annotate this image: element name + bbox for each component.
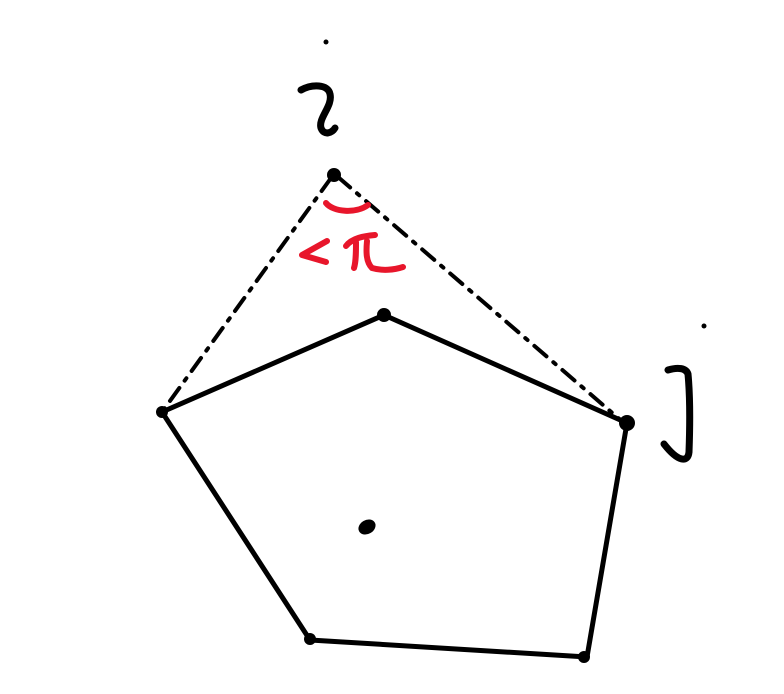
label-i-stroke	[297, 82, 339, 137]
label-j	[660, 323, 707, 463]
label-j-stroke	[660, 364, 694, 463]
pentagon-polygon	[159, 312, 630, 660]
angle-arc	[323, 200, 371, 214]
dashed-connectors	[160, 175, 626, 425]
less-than-symbol	[299, 238, 330, 265]
vertex-point-right	[619, 415, 635, 431]
vertex-points	[156, 168, 635, 663]
label-i	[297, 39, 339, 137]
vertex-point-bottom-left	[304, 633, 316, 645]
pi-symbol	[343, 232, 406, 273]
angle-annotation	[299, 200, 406, 273]
vertex-point-left	[156, 406, 168, 418]
label-j-dot	[701, 323, 707, 329]
vertex-point-top	[377, 308, 391, 322]
vertex-point-bottom-right	[578, 651, 590, 663]
center-point	[358, 519, 376, 535]
vertex-point-i	[327, 168, 341, 182]
label-i-dot	[323, 39, 329, 45]
dashed-line-left	[160, 176, 333, 414]
dashed-line-right	[336, 175, 626, 425]
